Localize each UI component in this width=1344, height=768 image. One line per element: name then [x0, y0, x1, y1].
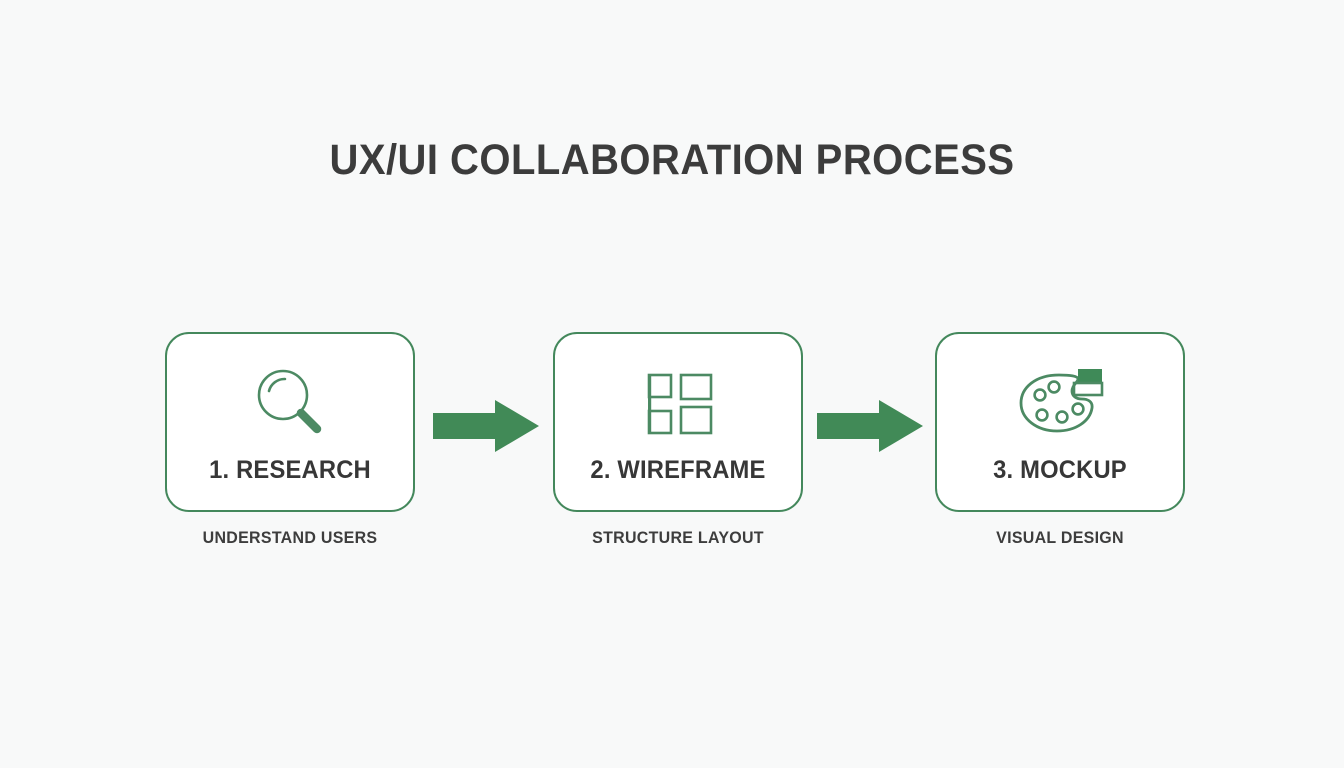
step-card[interactable]: 3. MOCKUP	[935, 332, 1185, 512]
process-step-mockup[interactable]: 3. MOCKUP VISUAL DESIGN	[935, 332, 1185, 554]
step-label: 3. MOCKUP	[993, 456, 1127, 484]
process-flow: 1. RESEARCH UNDERSTAND USERS	[165, 332, 1185, 554]
process-step-research[interactable]: 1. RESEARCH UNDERSTAND USERS	[165, 332, 415, 554]
magnifier-icon	[167, 356, 413, 452]
palette-icon	[937, 356, 1183, 452]
step-caption: UNDERSTAND USERS	[202, 528, 378, 547]
step-label: 2. WIREFRAME	[590, 456, 766, 484]
arrow-right-icon	[817, 400, 923, 452]
step-caption: VISUAL DESIGN	[996, 528, 1124, 547]
step-caption: STRUCTURE LAYOUT	[592, 528, 764, 547]
step-label: 1. RESEARCH	[209, 456, 371, 484]
step-card[interactable]: 2. WIREFRAME	[553, 332, 803, 512]
page-title: UX/UI COLLABORATION PROCESS	[329, 136, 1015, 184]
process-step-wireframe[interactable]: 2. WIREFRAME STRUCTURE LAYOUT	[553, 332, 803, 554]
wireframe-grid-icon	[555, 356, 801, 452]
arrow-right-icon	[433, 400, 539, 452]
step-card[interactable]: 1. RESEARCH	[165, 332, 415, 512]
